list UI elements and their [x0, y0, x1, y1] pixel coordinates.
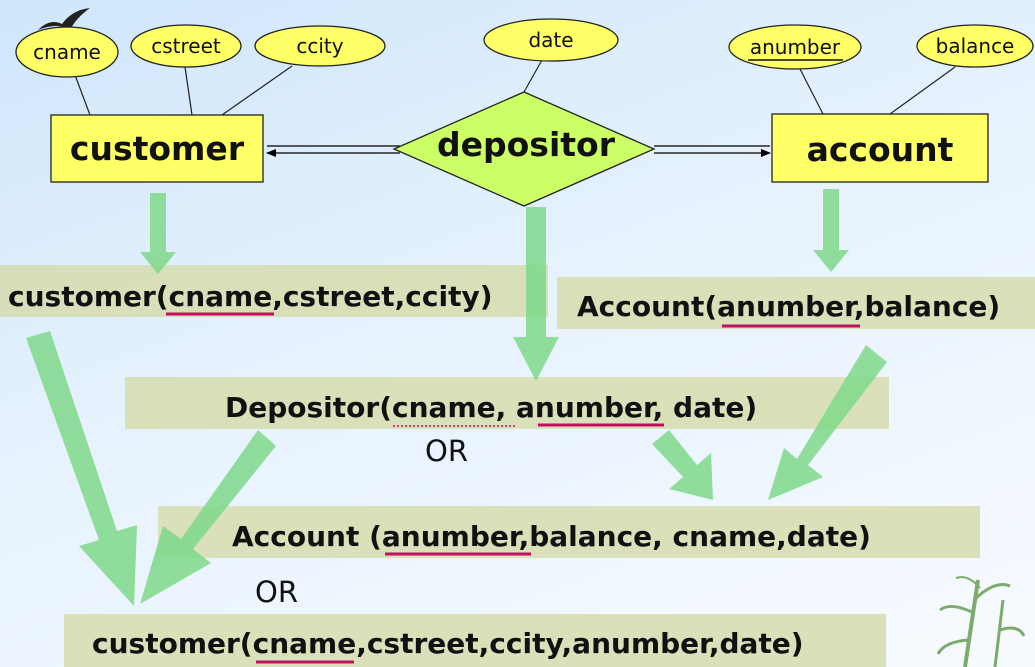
- bird-icon: [38, 8, 90, 30]
- attribute-ccity: ccity: [254, 25, 386, 67]
- arrow-customer-down: [140, 193, 176, 274]
- attribute-date-label: date: [528, 28, 573, 52]
- attribute-balance: balance: [916, 24, 1034, 68]
- or-label-first: OR: [425, 434, 468, 468]
- relationship-connectors: [266, 145, 771, 157]
- arrow-account-to-account-merged: [768, 345, 887, 500]
- band-depositor: [125, 377, 889, 429]
- relation-depositor-text: Depositor(cname, anumber, date): [225, 391, 757, 424]
- attribute-balance-label: balance: [936, 34, 1015, 58]
- entity-account: account: [771, 113, 989, 183]
- arrow-customer-to-merged: [26, 331, 137, 606]
- attribute-cstreet-label: cstreet: [151, 34, 221, 58]
- attribute-cname: cname: [15, 26, 119, 78]
- band-account: [557, 277, 1035, 329]
- relationship-depositor-label: depositor: [437, 125, 616, 164]
- attribute-anumber: anumber: [728, 24, 862, 70]
- attribute-connectors: [74, 59, 956, 116]
- attribute-anumber-label: anumber: [750, 35, 841, 59]
- entity-customer: customer: [50, 114, 264, 183]
- entity-account-label: account: [807, 130, 954, 169]
- or-label-second: OR: [255, 575, 298, 609]
- attribute-ccity-label: ccity: [296, 34, 343, 58]
- band-customer: [0, 265, 548, 317]
- transformation-arrows: [26, 189, 887, 606]
- band-account-merged: [158, 506, 980, 558]
- relation-customer-text: customer(cname,cstreet,ccity): [8, 280, 493, 313]
- arrow-depositor-to-account: [652, 430, 713, 500]
- bamboo-decoration-icon: [936, 576, 1026, 667]
- attribute-cname-label: cname: [33, 40, 101, 64]
- arrow-account-down: [813, 189, 849, 272]
- relationship-depositor: depositor: [392, 91, 656, 207]
- relation-account-text: Account(anumber,balance): [577, 290, 1000, 323]
- relation-customer-merged-text: customer(cname,cstreet,ccity,anumber,dat…: [92, 627, 804, 660]
- arrow-depositor-to-merged: [140, 430, 276, 604]
- attribute-date: date: [483, 18, 619, 62]
- entity-customer-label: customer: [70, 129, 245, 168]
- attribute-cstreet: cstreet: [130, 24, 242, 68]
- band-customer-merged: [64, 614, 886, 667]
- arrow-depositor-down: [513, 207, 559, 381]
- relation-account-merged-text: Account (anumber,balance, cname,date): [232, 520, 871, 553]
